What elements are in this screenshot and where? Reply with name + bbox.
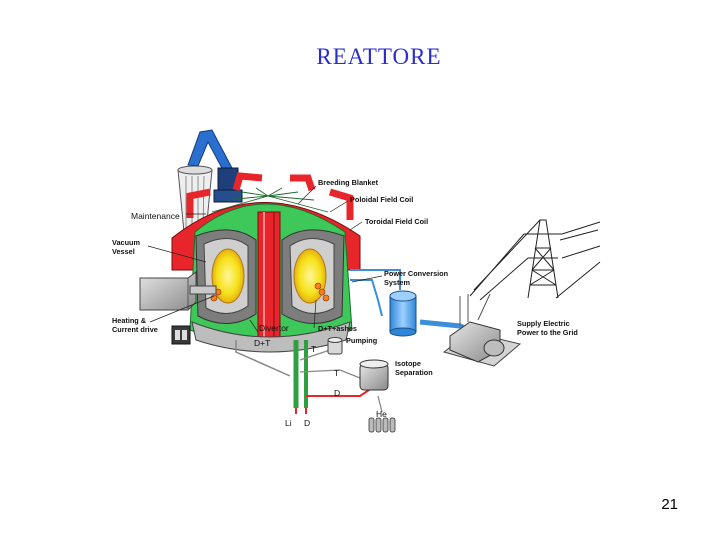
label-isotope-2: Separation: [395, 368, 433, 377]
label-supply-2: Power to the Grid: [517, 328, 578, 337]
label-poloidal-field-coil: Poloidal Field Coil: [350, 195, 413, 204]
label-breeding-blanket: Breeding Blanket: [318, 178, 379, 187]
isotope-separation-tank: [359, 359, 389, 391]
label-pumping: Pumping: [346, 336, 377, 345]
label-d-2: D: [304, 418, 310, 428]
label-d-1: D: [334, 388, 340, 398]
label-t-2: T: [334, 368, 339, 378]
heating-unit: [139, 271, 217, 345]
label-t-1: T: [311, 344, 316, 354]
label-heating-2: Current drive: [112, 325, 158, 334]
pumping-unit: [327, 337, 343, 355]
label-power-conversion-2: System: [384, 278, 410, 287]
label-vacuum-vessel-2: Vessel: [112, 247, 135, 256]
label-li: Li: [285, 418, 292, 428]
power-conversion-tank: [389, 290, 417, 337]
label-heating-1: Heating &: [112, 316, 147, 325]
label-toroidal-field-coil: Toroidal Field Coil: [365, 217, 428, 226]
label-divertor: Divertor: [259, 323, 289, 333]
label-power-conversion-1: Power Conversion: [384, 269, 448, 278]
label-dt: D+T: [254, 338, 270, 348]
helium-bottles: [368, 417, 396, 433]
label-he: He: [376, 409, 387, 419]
leader-lines: [147, 185, 383, 333]
reactor-body: [171, 172, 361, 353]
slide-title: REATTORE: [316, 44, 442, 69]
turbine-generator: [442, 293, 522, 367]
label-dt-ashes: D+T+ashes: [318, 324, 357, 333]
page-number: 21: [661, 496, 678, 513]
label-maintenance: Maintenance: [131, 211, 180, 221]
transmission-tower: [469, 219, 601, 301]
label-isotope-1: Isotope: [395, 359, 421, 368]
diagram-labels: Breeding Blanket Poloidal Field Coil Tor…: [112, 178, 578, 428]
label-vacuum-vessel-1: Vacuum: [112, 238, 140, 247]
label-supply-1: Supply Electric: [517, 319, 570, 328]
